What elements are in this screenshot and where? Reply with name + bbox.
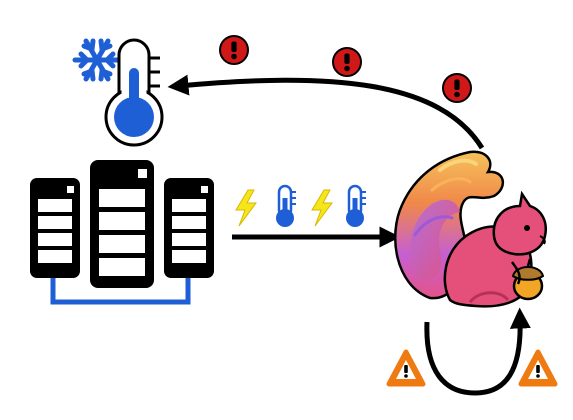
snowflake-thermometer-icon	[72, 38, 164, 147]
server-left	[30, 178, 80, 278]
exclamation-circle-icon	[219, 35, 249, 65]
server-center	[90, 160, 154, 288]
squirrel-head	[492, 190, 547, 256]
warning-triangle-icon	[386, 349, 426, 387]
warning-triangle-icon	[518, 349, 558, 387]
squirrel-logo	[394, 150, 547, 308]
thermometer-icon	[104, 38, 164, 147]
snowflake-icon	[72, 38, 122, 82]
server-cluster-icon	[30, 160, 214, 305]
squirrel-eye	[524, 225, 530, 231]
thermometer-icon	[346, 184, 366, 227]
exclamation-circle-icon	[442, 73, 472, 103]
server-right	[164, 178, 214, 278]
server-connector	[50, 278, 191, 305]
lightning-bolt-icon	[311, 189, 333, 227]
thermometer-icon	[276, 184, 296, 227]
feedback-arrow	[167, 74, 485, 150]
exclamation-circle-icon	[332, 47, 362, 77]
retry-loop-arrow	[424, 307, 531, 396]
lightning-bolt-icon	[235, 189, 257, 227]
